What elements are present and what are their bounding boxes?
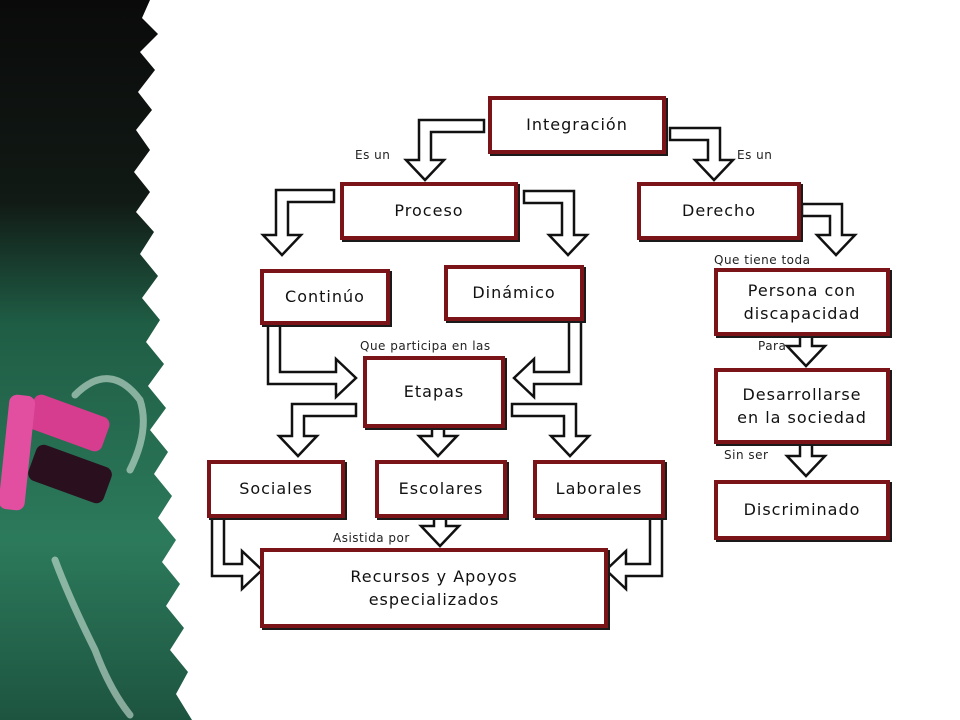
arrow-escolares-recursos xyxy=(418,514,462,548)
arrow-continuo-etapas xyxy=(266,320,358,400)
arrow-integracion-derecho xyxy=(668,126,736,182)
arrow-persona-desarrollarse xyxy=(784,334,828,368)
node-etapas: Etapas xyxy=(363,356,505,428)
arrow-etapas-sociales xyxy=(276,402,358,458)
node-proceso: Proceso xyxy=(340,182,518,240)
label-sin-ser: Sin ser xyxy=(724,448,769,462)
node-dinamico: Dinámico xyxy=(444,265,584,321)
node-persona: Persona con discapacidad xyxy=(714,268,890,336)
node-desarrollarse: Desarrollarse en la sociedad xyxy=(714,368,890,444)
arrow-dinamico-etapas xyxy=(512,318,583,400)
node-derecho: Derecho xyxy=(637,182,801,240)
chalk-scribble xyxy=(51,375,147,719)
arrow-etapas-escolares xyxy=(416,422,460,458)
node-recursos: Recursos y Apoyos especializados xyxy=(260,548,608,628)
node-sociales: Sociales xyxy=(207,460,345,518)
arrow-proceso-continuo xyxy=(260,188,336,257)
label-para: Para xyxy=(758,339,787,353)
arrow-etapas-laborales xyxy=(510,402,592,458)
arrow-desarrollarse-discriminado xyxy=(784,442,828,478)
arrow-derecho-persona xyxy=(800,202,858,257)
arrow-sociales-recursos xyxy=(210,512,264,592)
node-integracion: Integración xyxy=(488,96,666,154)
chalkboard-shape xyxy=(0,0,192,720)
arrow-laborales-recursos xyxy=(604,512,664,592)
arrow-integracion-proceso xyxy=(403,118,486,182)
node-escolares: Escolares xyxy=(375,460,507,518)
chalk-sticks xyxy=(0,394,112,511)
label-es-un-left: Es un xyxy=(355,148,391,162)
label-asistida-por: Asistida por xyxy=(333,531,410,545)
label-que-participa: Que participa en las xyxy=(360,339,491,353)
arrow-proceso-dinamico xyxy=(522,189,590,257)
label-es-un-right: Es un xyxy=(737,148,773,162)
node-discriminado: Discriminado xyxy=(714,480,890,540)
label-que-tiene-toda: Que tiene toda xyxy=(714,253,811,267)
node-laborales: Laborales xyxy=(533,460,665,518)
node-continuo: Continúo xyxy=(260,269,390,325)
